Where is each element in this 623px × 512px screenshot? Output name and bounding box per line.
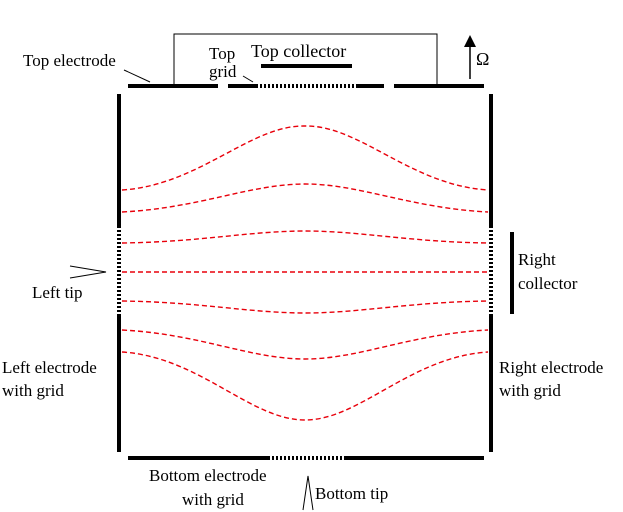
field-line-7 xyxy=(121,351,489,421)
field-line-2 xyxy=(121,183,489,213)
top-electrode-pointer xyxy=(123,69,151,83)
field-line-6 xyxy=(121,329,489,360)
label-top-collector: Top collector xyxy=(251,41,346,61)
label-left-electrode-line1: Left electrode xyxy=(2,358,97,377)
label-top-grid-line1: Top xyxy=(209,44,235,63)
bottom-tip-needle xyxy=(302,475,314,511)
label-left-tip: Left tip xyxy=(32,283,83,302)
label-top-grid-line2: grid xyxy=(209,62,237,81)
top-grid-pointer xyxy=(242,75,254,83)
label-right-collector-line2: collector xyxy=(518,274,578,293)
label-bottom-tip: Bottom tip xyxy=(315,484,388,503)
label-top-electrode: Top electrode xyxy=(23,51,116,70)
label-left-electrode-line2: with grid xyxy=(2,381,64,400)
label-omega: Ω xyxy=(476,49,489,69)
top-collector-housing xyxy=(173,33,438,86)
field-line-1 xyxy=(121,125,489,191)
label-right-collector-line1: Right xyxy=(518,250,556,269)
left-tip-needle xyxy=(69,265,107,279)
label-bottom-electrode-line2: with grid xyxy=(182,490,244,509)
label-right-electrode-line1: Right electrode xyxy=(499,358,603,377)
field-line-3 xyxy=(121,230,489,244)
label-bottom-electrode-line1: Bottom electrode xyxy=(149,466,267,485)
label-right-electrode-line2: with grid xyxy=(499,381,561,400)
field-line-5 xyxy=(121,300,489,314)
